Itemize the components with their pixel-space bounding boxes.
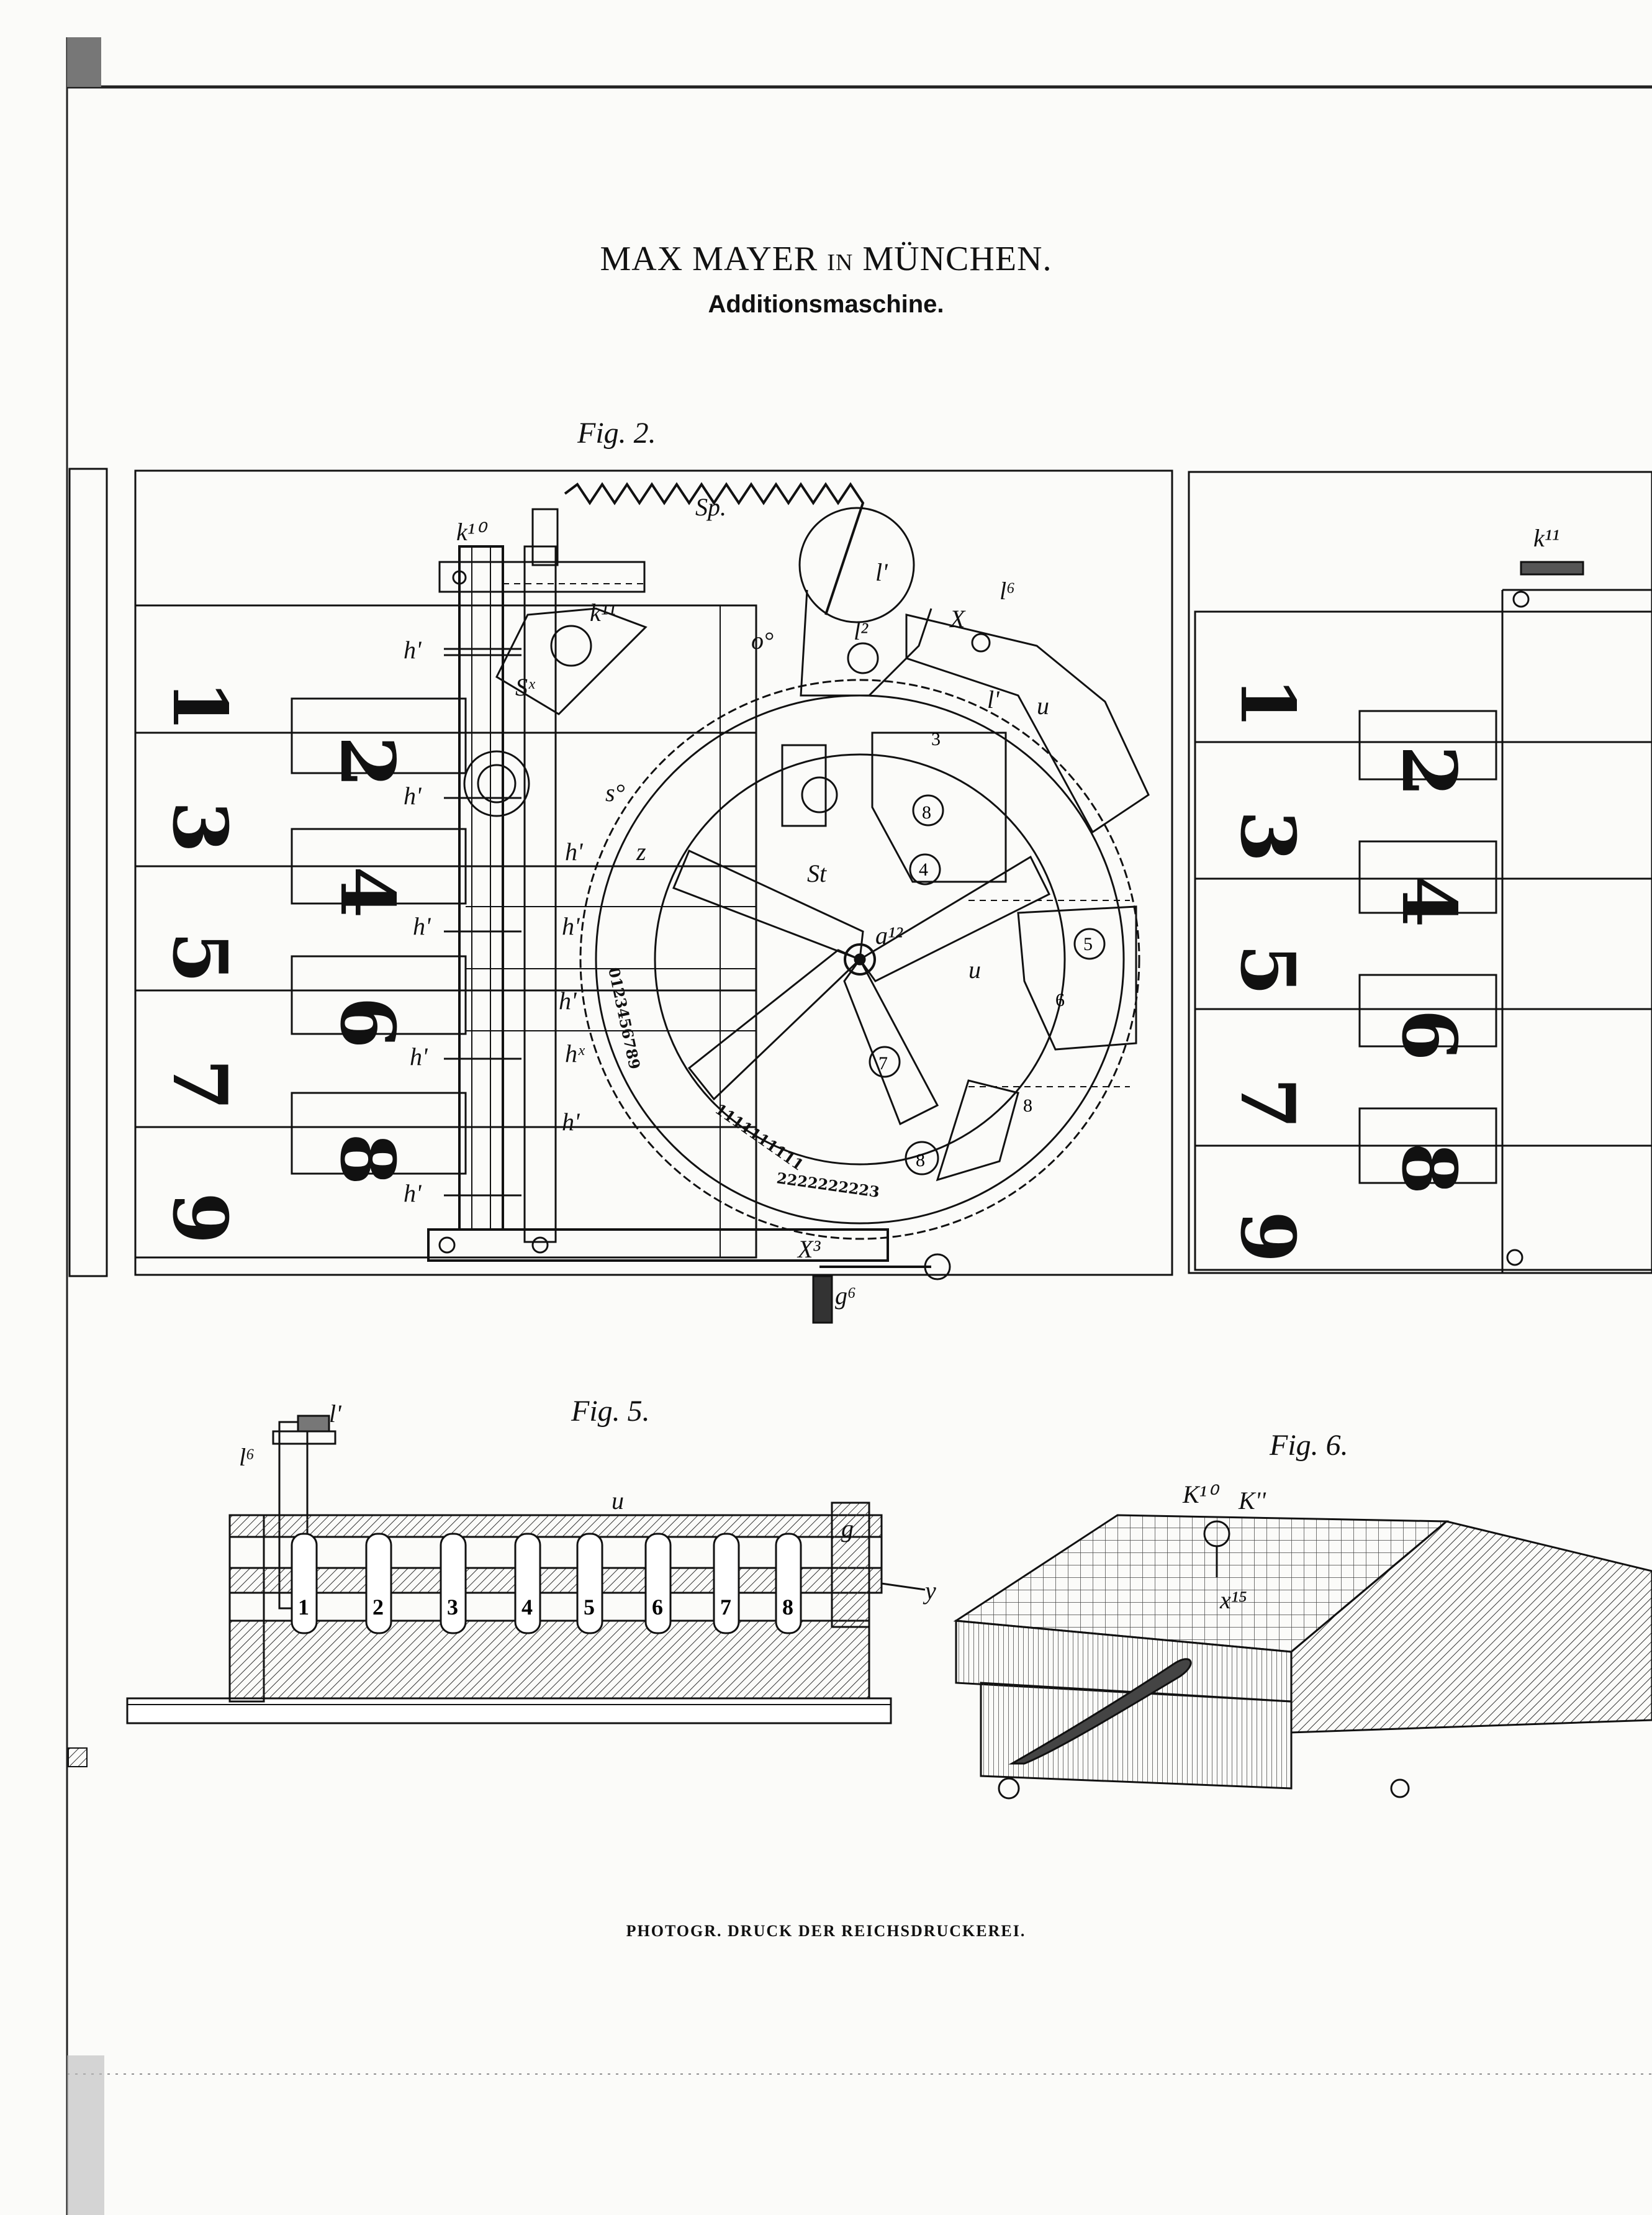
fig5-digit-1: 1 xyxy=(298,1595,309,1619)
sector-digit-g: 8 xyxy=(916,1150,925,1171)
fig6-label-k10: K¹⁰ xyxy=(1182,1480,1220,1508)
label-x: X xyxy=(949,605,966,633)
sector-digit-d: 6 xyxy=(1055,990,1065,1010)
fig2-drawing xyxy=(68,468,1173,1324)
fig2-wheel-numerals: 0123456789 1111111111 2222222223 xyxy=(605,966,880,1201)
label-h-5: h' xyxy=(562,912,580,940)
label-s0: s° xyxy=(605,779,625,807)
fig6-reference-labels: K¹⁰ K'' x¹⁵ xyxy=(1182,1480,1266,1614)
right-digit-9: 9 xyxy=(1224,1211,1311,1263)
fig6-label-x15: x¹⁵ xyxy=(1219,1586,1247,1614)
fig5-reference-labels: l' l⁶ u y g xyxy=(239,1400,936,1605)
right-digit-4: 4 xyxy=(1385,876,1473,928)
label-h-3: h' xyxy=(565,838,584,866)
label-h-8: h' xyxy=(562,1108,580,1136)
fig5-label-y: y xyxy=(923,1577,936,1605)
wheel-numerals-mid: 1111111111 xyxy=(712,1100,807,1174)
label-g6: g⁶ xyxy=(835,1282,856,1310)
label-spring: Sp. xyxy=(695,493,726,521)
sector-digit-h: 3 xyxy=(931,729,941,750)
fig2-digit-6: 6 xyxy=(323,997,411,1049)
label-h-2: h' xyxy=(404,782,422,810)
label-h-9: h' xyxy=(404,1179,422,1207)
right-label-k11: k¹¹ xyxy=(1533,524,1559,552)
document-subtitle: Additionsmaschine. xyxy=(708,291,944,318)
label-hx: hˣ xyxy=(565,1040,585,1067)
fig2-sector-digits: 8 4 5 6 7 8 8 3 xyxy=(878,729,1093,1171)
fig2-digit-8: 8 xyxy=(323,1133,411,1185)
fig5-digit-2: 2 xyxy=(372,1595,384,1619)
fig5-digit-8: 8 xyxy=(782,1595,793,1619)
label-st: St xyxy=(807,859,827,887)
sector-digit-f: 8 xyxy=(1023,1095,1032,1116)
fig2-digit-7: 7 xyxy=(156,1059,243,1111)
sector-digit-b: 4 xyxy=(919,859,928,880)
label-l6: l⁶ xyxy=(1000,577,1015,605)
label-o0: o° xyxy=(751,627,774,655)
label-l1b: l' xyxy=(987,686,1000,713)
label-h-1: h' xyxy=(404,636,422,664)
label-x3: X³ xyxy=(797,1235,821,1263)
sector-digit-c: 5 xyxy=(1083,934,1093,954)
right-digit-3: 3 xyxy=(1224,810,1311,863)
wheel-numerals-inner: 0123456789 xyxy=(605,966,644,1071)
label-h-7: h' xyxy=(410,1043,428,1071)
sector-digit-e: 7 xyxy=(878,1053,888,1074)
fig2-reference-labels: Sp. k¹⁰ k¹¹ h' h' h' h' h' h' h' hˣ h' h… xyxy=(404,493,1049,1310)
fig2-digit-2: 2 xyxy=(323,736,411,788)
right-digit-8: 8 xyxy=(1385,1143,1473,1195)
fig2-key-digits: 1 2 3 4 5 6 7 8 9 xyxy=(156,680,411,1244)
label-a12: a¹² xyxy=(875,922,903,949)
fig6-drawing xyxy=(953,1514,1652,1800)
fig5-digit-7: 7 xyxy=(720,1595,731,1619)
fig2-right-panel xyxy=(1188,471,1652,1274)
fig5-digit-5: 5 xyxy=(584,1595,595,1619)
fig5-label-u: u xyxy=(612,1487,624,1515)
fig5-label: Fig. 5. xyxy=(571,1395,650,1428)
label-l2: l² xyxy=(854,617,869,645)
fig5-label-g: g xyxy=(841,1515,854,1542)
fig5-digit-4: 4 xyxy=(521,1595,533,1619)
right-digit-6: 6 xyxy=(1385,1009,1473,1061)
label-k10: k¹⁰ xyxy=(456,518,488,546)
printer-credit: PHOTOGR. DRUCK DER REICHSDRUCKEREI. xyxy=(626,1922,1026,1940)
right-digit-1: 1 xyxy=(1224,677,1311,729)
fig5-drawing xyxy=(126,1415,926,1724)
label-u-1: u xyxy=(1037,692,1049,720)
document-title: MAX MAYER IN MÜNCHEN. xyxy=(0,239,1652,279)
fig2-label: Fig. 2. xyxy=(577,417,656,450)
label-u-2: u xyxy=(968,956,981,984)
fig5-digit-3: 3 xyxy=(447,1595,458,1619)
wheel-numerals-outer: 2222222223 xyxy=(775,1169,880,1201)
fig6-label: Fig. 6. xyxy=(1270,1429,1348,1462)
fig2-digit-3: 3 xyxy=(156,801,243,853)
fig2-digit-5: 5 xyxy=(156,931,243,984)
hatch-marker xyxy=(68,1747,88,1767)
fig2-digit-1: 1 xyxy=(156,680,243,732)
label-k11: k¹¹ xyxy=(590,599,616,627)
label-h-4: h' xyxy=(413,912,431,940)
right-digit-2: 2 xyxy=(1385,745,1473,797)
title-city: MÜNCHEN. xyxy=(862,240,1052,278)
fig5-label-l1: l' xyxy=(329,1400,342,1428)
page-border xyxy=(66,37,1652,2215)
right-digit-7: 7 xyxy=(1224,1077,1311,1130)
fig2-digit-4: 4 xyxy=(323,866,411,918)
right-digit-5: 5 xyxy=(1224,944,1311,996)
title-preposition: IN xyxy=(827,250,854,276)
title-name: MAX MAYER xyxy=(600,240,818,278)
fig5-digit-6: 6 xyxy=(652,1595,663,1619)
label-z: z xyxy=(636,838,646,866)
sector-digit-a: 8 xyxy=(922,802,931,823)
fig2-right-key-digits: 1 2 3 4 5 6 7 8 9 xyxy=(1224,677,1473,1263)
label-h-6: h' xyxy=(559,987,577,1015)
fig5-label-l6: l⁶ xyxy=(239,1443,255,1471)
label-sx: Sˣ xyxy=(515,673,536,701)
label-l1: l' xyxy=(875,558,888,586)
fig6-label-k11: K'' xyxy=(1238,1487,1266,1515)
fig5-key-digits: 1 2 3 4 5 6 7 8 xyxy=(298,1595,793,1619)
fig2-digit-9: 9 xyxy=(156,1192,243,1244)
